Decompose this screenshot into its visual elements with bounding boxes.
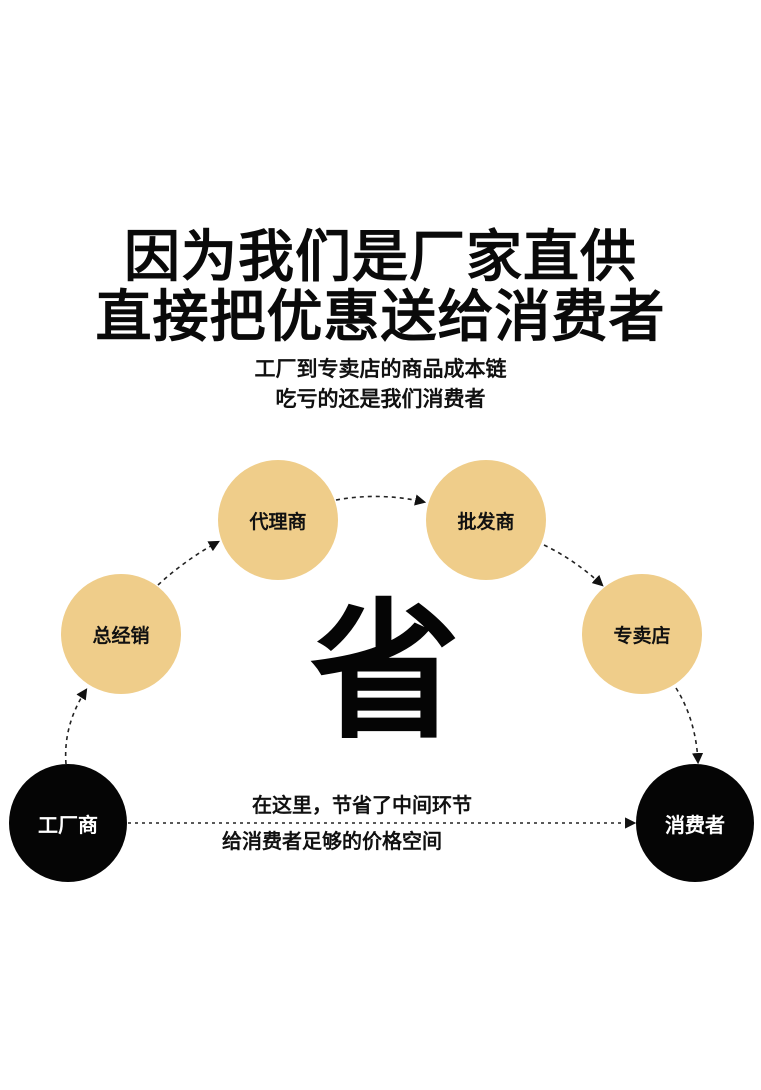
arrow-agent-to-wholesaler: [335, 494, 427, 506]
arrow-store-to-consumer: [675, 687, 704, 765]
node-factory-label: 工厂商: [38, 812, 98, 837]
node-agent: 代理商: [218, 460, 338, 580]
node-distributor-label: 总经销: [92, 624, 150, 647]
node-wholesaler-label: 批发商: [457, 510, 515, 533]
subline-line-2: 吃亏的还是我们消费者: [275, 387, 486, 411]
node-store-label: 专卖店: [613, 624, 671, 647]
arrow-factory-to-distributor: [64, 688, 88, 765]
note-line-1: 在这里，节省了中间环节: [252, 793, 472, 817]
node-consumer: 消费者: [636, 764, 754, 882]
node-store: 专卖店: [582, 574, 702, 694]
headline-line-1: 因为我们是厂家直供: [124, 225, 637, 290]
node-consumer-label: 消费者: [665, 812, 725, 837]
node-wholesaler: 批发商: [426, 460, 546, 580]
note-line-2: 给消费者足够的价格空间: [222, 829, 442, 853]
headline-line-2: 直接把优惠送给消费者: [95, 285, 666, 350]
arrow-wholesaler-to-store: [543, 544, 604, 587]
node-factory: 工厂商: [9, 764, 127, 882]
subline-line-1: 工厂到专卖店的商品成本链: [254, 357, 507, 381]
arrow-distributor-to-agent: [157, 540, 220, 586]
save-character: 省: [309, 586, 460, 760]
node-agent-label: 代理商: [249, 510, 307, 533]
node-distributor: 总经销: [61, 574, 181, 694]
